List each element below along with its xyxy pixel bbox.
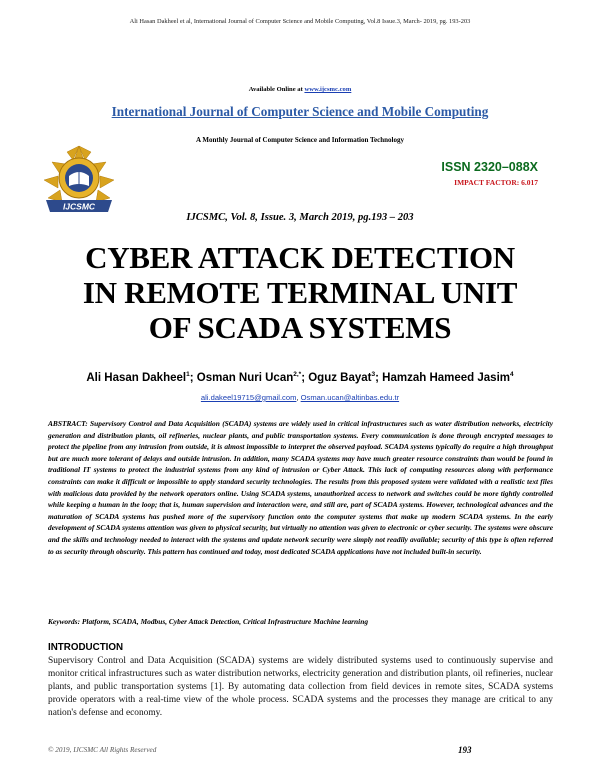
- introduction-paragraph: Supervisory Control and Data Acquisition…: [48, 656, 553, 718]
- available-online-line: Available Online at www.ijcsmc.com: [0, 86, 600, 93]
- journal-website-link[interactable]: www.ijcsmc.com: [304, 86, 352, 93]
- email-link[interactable]: ali.dakeel19715@gmail.com: [200, 393, 297, 402]
- abstract: ABSTRACT: Supervisory Control and Data A…: [48, 419, 553, 556]
- paper-title: CYBER ATTACK DETECTION IN REMOTE TERMINA…: [0, 240, 600, 345]
- author-affiliation: 3: [371, 371, 376, 378]
- author-affiliation: 1: [186, 371, 190, 378]
- impact-factor: IMPACT FACTOR: 6.017: [454, 178, 538, 187]
- author-separator: ;: [189, 371, 197, 384]
- journal-name: International Journal of Computer Scienc…: [111, 104, 489, 119]
- author-name: Osman Nuri Ucan: [196, 371, 294, 384]
- issn-number: ISSN 2320–088X: [441, 160, 538, 174]
- email-link[interactable]: Osman.ucan@altinbas.edu.tr: [300, 393, 400, 402]
- author-separator: ;: [301, 371, 309, 384]
- logo-wordmark: IJCSMC: [63, 202, 96, 212]
- title-line: OF SCADA SYSTEMS: [148, 310, 452, 345]
- footer-copyright: © 2019, IJCSMC All Rights Reserved: [48, 746, 157, 754]
- title-line: IN REMOTE TERMINAL UNIT: [82, 275, 518, 310]
- issue-citation: IJCSMC, Vol. 8, Issue. 3, March 2019, pg…: [186, 212, 414, 223]
- section-heading-introduction: INTRODUCTION: [48, 642, 124, 653]
- author-list: Ali Hasan Dakheel1; Osman Nuri Ucan2,*; …: [0, 371, 600, 384]
- author-emails: ali.dakeel19715@gmail.com, Osman.ucan@al…: [0, 393, 600, 402]
- journal-logo-icon: IJCSMC: [43, 145, 115, 212]
- page-number: 193: [458, 745, 472, 755]
- available-prefix: Available Online at: [248, 86, 305, 93]
- author-name: Oguz Bayat: [308, 371, 372, 384]
- keywords: Keywords: Platform, SCADA, Modbus, Cyber…: [48, 617, 369, 626]
- author-affiliation: 2,*: [293, 371, 302, 378]
- running-header: Ali Hasan Dakheel et al, International J…: [129, 18, 471, 25]
- author-name: Hamzah Hameed Jasim: [382, 371, 510, 384]
- journal-tagline: A Monthly Journal of Computer Science an…: [196, 136, 404, 144]
- author-name: Ali Hasan Dakheel: [86, 371, 187, 384]
- title-line: CYBER ATTACK DETECTION: [85, 240, 515, 275]
- email-separator: ,: [296, 393, 301, 402]
- author-affiliation: 4: [510, 371, 514, 378]
- author-separator: ;: [375, 371, 383, 384]
